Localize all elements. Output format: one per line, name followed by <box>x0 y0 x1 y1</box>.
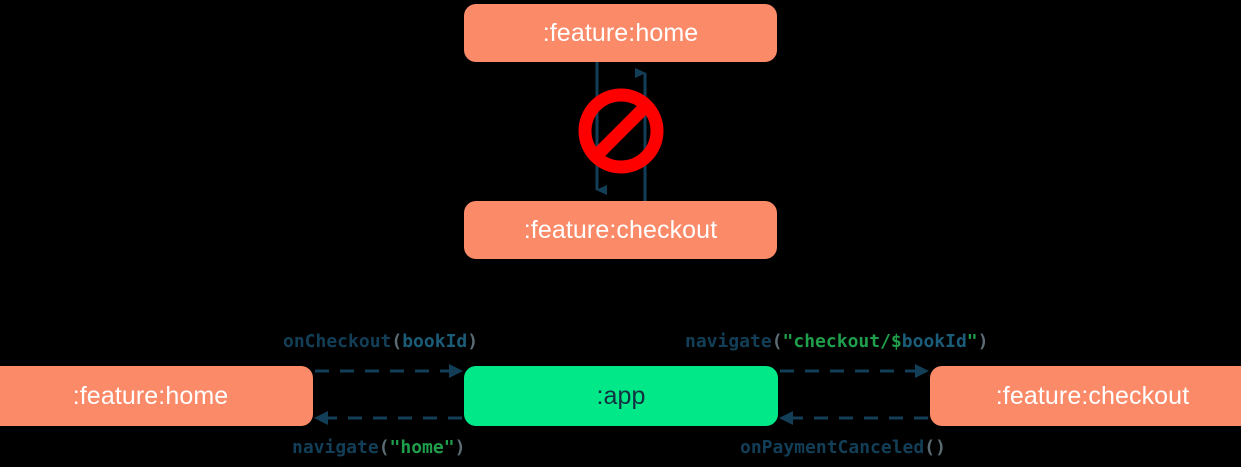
node-top-feature-checkout[interactable]: :feature:checkout <box>464 201 777 259</box>
node-bottom-app[interactable]: :app <box>464 366 778 426</box>
code-token-punct: ( <box>771 331 783 352</box>
edge-label-app-to-home: navigate("home") <box>292 437 465 458</box>
code-token-punct: ( <box>378 437 390 458</box>
code-token-punct: ) <box>467 331 479 352</box>
code-token-fn: onCheckout <box>283 331 392 352</box>
code-token-punct: () <box>924 437 946 458</box>
node-label: :feature:home <box>542 18 699 47</box>
code-token-str: $ <box>890 331 902 352</box>
edge-label-home-to-app: onCheckout(bookId) <box>283 331 478 352</box>
node-top-feature-home[interactable]: :feature:home <box>464 4 777 62</box>
edge-label-app-to-checkout: navigate("checkout/$bookId") <box>685 331 988 352</box>
code-token-var: bookId <box>402 331 468 352</box>
prohibition-sign-icon <box>578 88 664 174</box>
code-token-punct: ) <box>977 331 989 352</box>
code-token-fn: navigate <box>292 437 379 458</box>
node-bottom-feature-checkout[interactable]: :feature:checkout <box>930 366 1241 426</box>
node-bottom-feature-home[interactable]: :feature:home <box>0 366 313 426</box>
code-token-var: bookId <box>901 331 967 352</box>
node-label: :app <box>596 381 646 410</box>
code-token-str: "checkout/ <box>782 331 891 352</box>
code-token-str: "home" <box>389 437 455 458</box>
code-token-punct: ( <box>391 331 403 352</box>
code-token-fn: onPaymentCanceled <box>740 437 925 458</box>
code-token-fn: navigate <box>685 331 772 352</box>
edge-label-checkout-to-app: onPaymentCanceled() <box>740 437 946 458</box>
node-label: :feature:checkout <box>523 215 718 244</box>
node-label: :feature:checkout <box>995 381 1190 410</box>
code-token-str: " <box>966 331 978 352</box>
node-label: :feature:home <box>72 381 229 410</box>
code-token-punct: ) <box>454 437 466 458</box>
